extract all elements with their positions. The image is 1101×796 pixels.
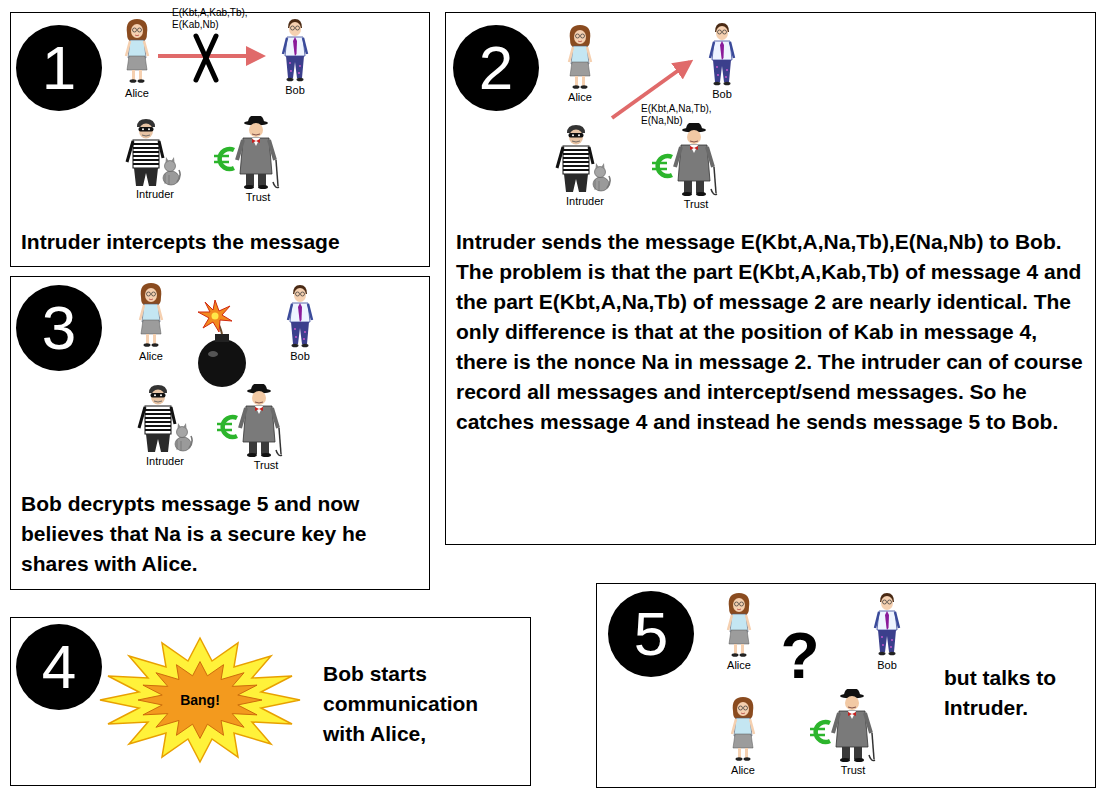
bomb <box>198 300 246 387</box>
callout-circle: 3 <box>16 285 102 371</box>
callout-circle: 1 <box>16 25 102 111</box>
message-label: E(Kbt,A,Kab,Tb), E(Kab,Nb) <box>172 7 260 30</box>
figure-name: Trust <box>841 764 866 777</box>
figure-name: Alice <box>125 87 149 100</box>
cross-mark <box>196 36 216 80</box>
question-mark: ? <box>780 624 819 688</box>
figure-name: Bob <box>285 84 305 97</box>
figure-name: Alice <box>568 91 592 104</box>
trust-figure <box>810 688 875 762</box>
intruder-figure <box>557 125 610 192</box>
figure-name: Intruder <box>566 195 604 208</box>
panel-caption: Intruder sends the message E(Kbt,A,Na,Tb… <box>456 227 1086 437</box>
callout-number: 1 <box>42 37 76 99</box>
panel-caption: Intruder intercepts the message <box>21 227 426 257</box>
panel-caption: Bob starts communication with Alice, <box>323 659 523 749</box>
trust-figure <box>652 122 717 196</box>
figure-name: Alice <box>139 350 163 363</box>
figure-name: Bob <box>290 350 310 363</box>
intruder-figure <box>127 119 180 186</box>
trust-figure <box>217 383 282 457</box>
callout-number: 3 <box>42 297 76 359</box>
comic-panel: 4 Bob starts communication with Alice, <box>10 617 531 786</box>
message-label: E(Kbt,A,Na,Tb), E(Na,Nb) <box>641 103 725 126</box>
callout-circle: 4 <box>16 624 102 710</box>
figure-name: Bob <box>712 88 732 101</box>
alice-figure <box>140 283 162 347</box>
burst-text: Bang! <box>180 692 220 708</box>
alice-figure <box>569 25 591 89</box>
figure-name: Intruder <box>146 455 184 468</box>
callout-number: 5 <box>634 603 668 665</box>
comic-panel: 3Bob decrypts message 5 and now believes… <box>10 276 430 590</box>
trust-figure <box>214 115 279 189</box>
alice-figure <box>728 593 750 657</box>
figure-name: Trust <box>684 198 709 211</box>
bob-figure <box>710 23 734 85</box>
callout-number: 2 <box>479 37 513 99</box>
panel-caption: but talks to Intruder. <box>944 663 1084 723</box>
explosion <box>100 638 300 762</box>
callout-circle: 2 <box>453 25 539 111</box>
figure-name: Intruder <box>136 188 174 201</box>
comic-panel: 5 but talks to Intruder. <box>596 583 1096 788</box>
figure-name: Alice <box>731 764 755 777</box>
callout-number: 4 <box>42 636 76 698</box>
comic-panel: 2Intruder sends the message E(Kbt,A,Na,T… <box>445 12 1096 545</box>
panel-caption: Bob decrypts message 5 and now believes … <box>21 489 421 579</box>
comic-panel: 1Intruder intercepts the message <box>10 12 430 267</box>
callout-circle: 5 <box>608 591 694 677</box>
figure-name: Trust <box>254 459 279 472</box>
figure-name: Trust <box>246 191 271 204</box>
figure-name: Bob <box>877 659 897 672</box>
bob-figure <box>875 593 899 655</box>
bob-figure <box>288 285 312 347</box>
alice-figure <box>732 697 754 761</box>
alice-figure <box>126 19 148 83</box>
figure-name: Alice <box>727 659 751 672</box>
intruder-figure <box>139 385 192 452</box>
bob-figure <box>283 19 307 81</box>
